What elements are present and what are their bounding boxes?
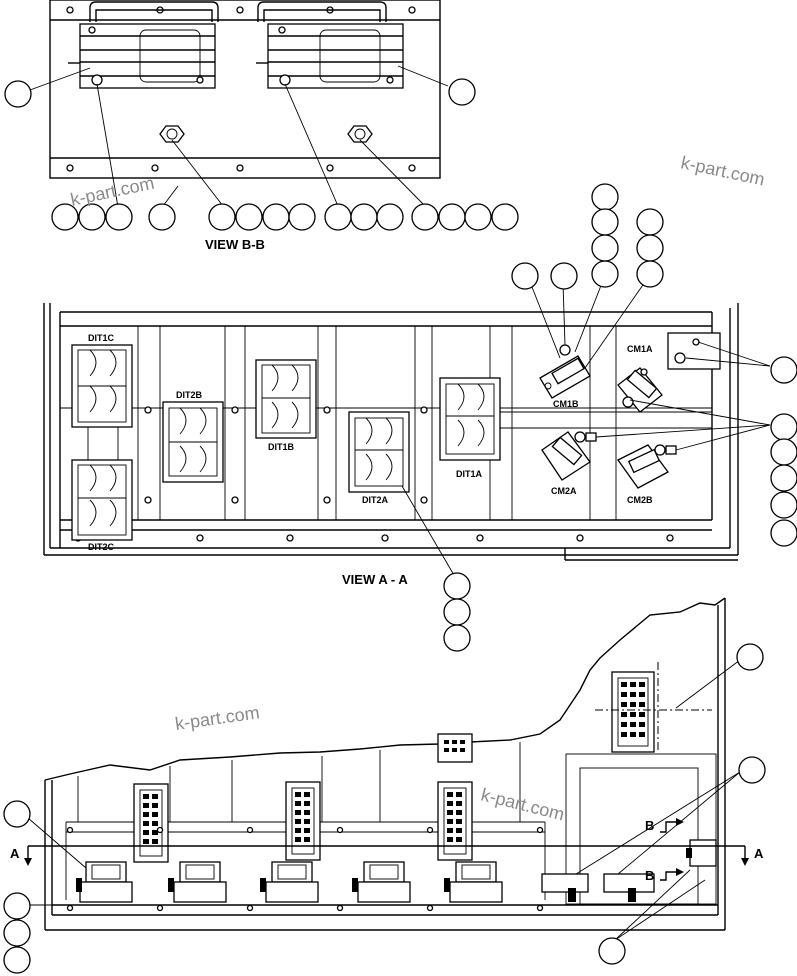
view-bb-label: VIEW B-B [205,237,265,252]
view-bb-callouts [4,78,519,231]
cm1a-contactor [617,367,663,413]
cm1b-label: CM1B [553,399,579,409]
dit1b-label: DIT1B [268,442,295,452]
section-b-upper-label: B [645,818,654,833]
view-aa-labels: DIT1C DIT2B DIT1B DIT2A DIT1A DIT2C CM1A… [88,333,653,552]
dit2c-label: DIT2C [88,542,115,552]
section-a-right-label: A [754,846,764,861]
dit1c-label: DIT1C [88,333,115,343]
dit1c-module [71,344,133,428]
front-view-callouts [3,643,766,974]
dit1b-module [255,359,317,439]
view-bb-leaders [29,65,449,208]
view-aa-assembly [43,303,739,561]
dit2b-module [162,401,224,483]
dit2a-module [348,411,410,493]
dit2b-label: DIT2B [176,390,203,400]
cm2a-contactor [541,431,597,481]
dit2a-label: DIT2A [362,495,389,505]
view-aa-label: VIEW A - A [342,572,408,587]
dit1a-label: DIT1A [456,469,483,479]
watermark-2: k-part.com [679,152,766,189]
cm1b-contactor [539,344,591,399]
section-a-left-label: A [10,846,20,861]
watermark-3: k-part.com [174,702,261,734]
watermark-4: k-part.com [479,784,566,824]
front-view-assembly [24,597,749,931]
cm2a-label: CM2A [551,486,577,496]
dit2c-module [71,459,133,541]
view-aa-callouts [443,183,797,652]
section-b-lower-label: B [645,868,654,883]
cm2b-label: CM2B [627,495,653,505]
view-aa-leaders [401,281,771,583]
view-bb-assembly [49,0,441,179]
terminal-block-top [437,733,473,763]
front-view-leaders [27,659,741,941]
terminal-block-1 [133,783,169,863]
cm2b-contactor [617,444,677,489]
cm1a-label: CM1A [627,344,653,354]
dit1a-module [439,377,501,461]
contactor-row [76,839,717,903]
terminal-block-3 [437,781,473,861]
terminal-block-2 [285,781,321,861]
terminal-block-upper-right [611,671,655,753]
